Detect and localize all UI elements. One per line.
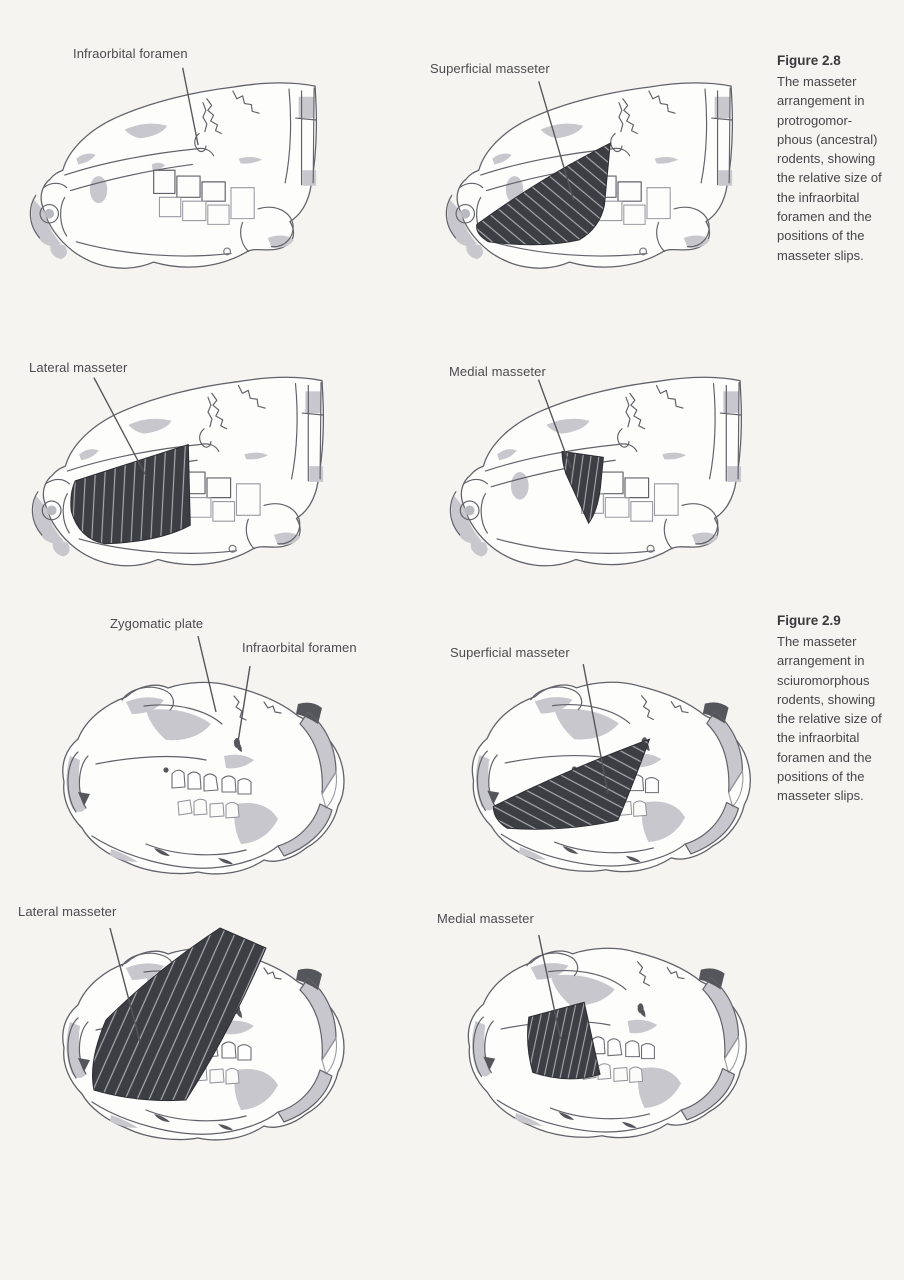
figure-2-9-title: Figure 2.9 bbox=[777, 613, 841, 628]
label-medial-masseter-sciuro: Medial masseter bbox=[437, 911, 534, 926]
leader-line-lateral-masseter-sciuro bbox=[109, 927, 141, 1043]
skull-sciuromorph-medial-masseter bbox=[467, 934, 747, 1139]
label-superficial-masseter: Superficial masseter bbox=[430, 61, 550, 76]
label-lateral-masseter-sciuro: Lateral masseter bbox=[18, 904, 117, 919]
label-infraorbital-foramen-sciuro: Infraorbital foramen bbox=[242, 640, 357, 655]
skull-sciuromorph-lateral-masseter bbox=[62, 927, 345, 1141]
leader-line-superficial-masseter-sciuro bbox=[582, 663, 609, 794]
skull-protrogomorph-plain bbox=[29, 67, 318, 269]
figure-2-9-caption: The masseter arrangement in sciuromorpho… bbox=[777, 634, 882, 804]
label-superficial-masseter-sciuro: Superficial masseter bbox=[450, 645, 570, 660]
skull-sciuromorph-superficial-masseter bbox=[471, 663, 751, 873]
label-infraorbital-foramen: Infraorbital foramen bbox=[73, 46, 188, 61]
leader-line-zygomatic-plate bbox=[197, 635, 217, 713]
figure-2-8-title: Figure 2.8 bbox=[777, 53, 841, 68]
label-lateral-masseter: Lateral masseter bbox=[29, 360, 128, 375]
skull-protrogomorph-superficial-masseter bbox=[445, 81, 734, 269]
skull-sciuromorph-plain bbox=[62, 635, 345, 875]
label-zygomatic-plate: Zygomatic plate bbox=[110, 616, 204, 631]
skull-protrogomorph-lateral-masseter bbox=[31, 376, 325, 567]
skull-protrogomorph-medial-masseter bbox=[449, 376, 743, 567]
figure-2-8-caption: The masseter arrangement in protrogomor-… bbox=[777, 74, 882, 263]
leader-line-medial-masseter-sciuro bbox=[538, 934, 562, 1039]
label-medial-masseter: Medial masseter bbox=[449, 364, 546, 379]
leader-line-infraorbital-foramen bbox=[182, 67, 199, 146]
leader-line-infraorbital-foramen-sciuro bbox=[237, 665, 251, 743]
leader-line-medial-masseter bbox=[537, 379, 572, 469]
leader-line-superficial-masseter bbox=[538, 81, 575, 201]
leader-line-lateral-masseter bbox=[93, 377, 147, 477]
